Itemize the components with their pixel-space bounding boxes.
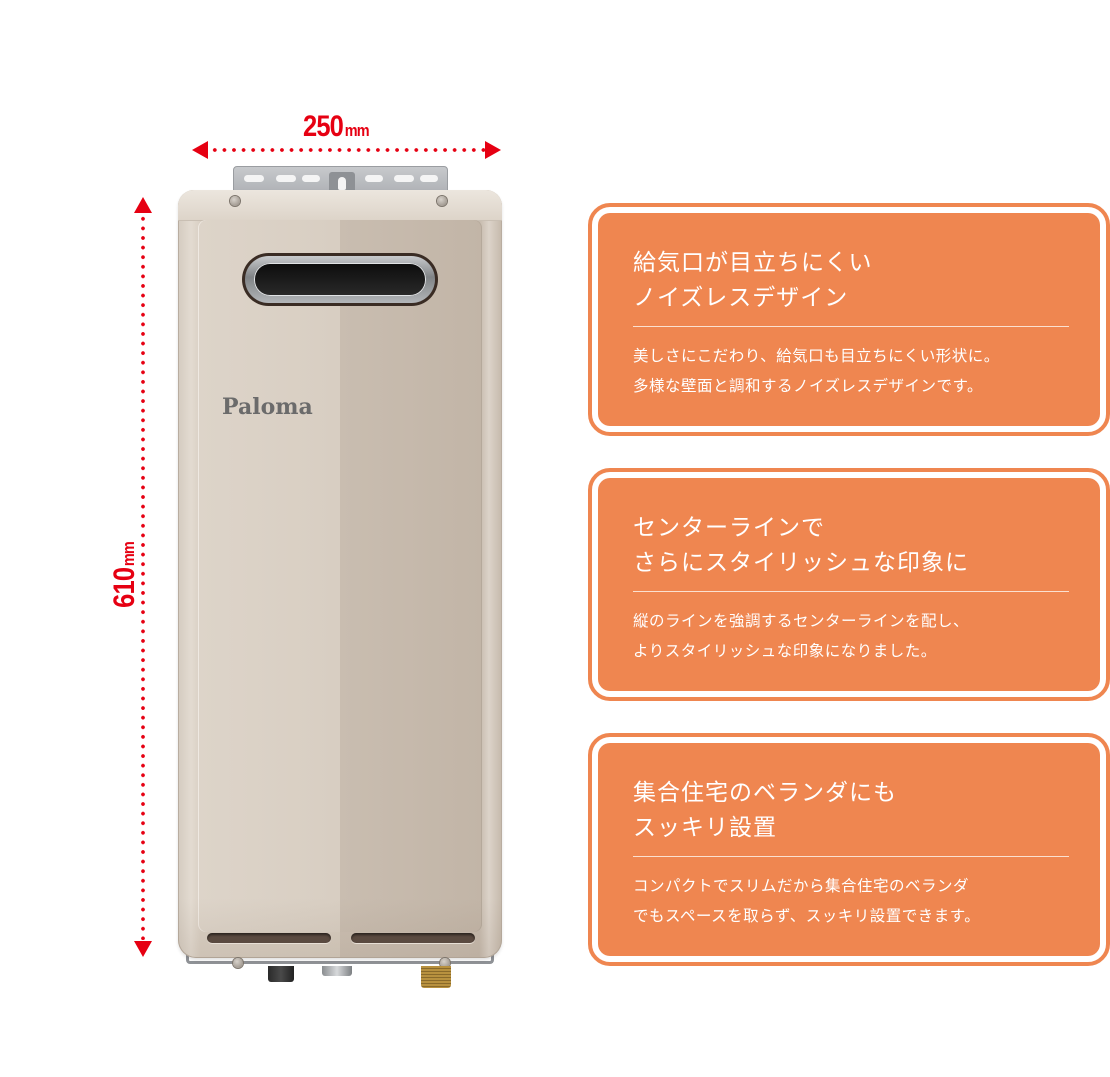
- feature-title: 集合住宅のベランダにも スッキリ設置: [633, 780, 897, 841]
- height-unit: mm: [119, 542, 138, 567]
- feature-card-center-line: センターラインで さらにスタイリッシュな印象に 縦のラインを強調するセンターライ…: [588, 468, 1110, 701]
- feature-description: 縦のラインを強調するセンターラインを配し、 よりスタイリッシュな印象になりました…: [633, 612, 970, 660]
- width-unit: mm: [344, 121, 370, 140]
- feature-card-noiseless-design: 給気口が目立ちにくい ノイズレスデザイン 美しさにこだわり、給気口も目立ちにくい…: [588, 203, 1110, 436]
- height-dimension-label: 610mm: [108, 542, 142, 608]
- screw-icon: [440, 958, 450, 968]
- width-value: 250: [303, 110, 344, 143]
- arrow-right-icon: [485, 141, 501, 159]
- height-dotted-line: [141, 214, 145, 940]
- heater-front-panel: [198, 220, 482, 932]
- feature-card-compact-install: 集合住宅のベランダにも スッキリ設置 コンパクトでスリムだから集合住宅のベランダ…: [588, 733, 1110, 966]
- divider: [633, 856, 1069, 857]
- pipe-fitting-black: [268, 966, 294, 982]
- bottom-vent-slot: [207, 933, 331, 943]
- feature-title: センターラインで さらにスタイリッシュな印象に: [633, 515, 969, 576]
- arrow-up-icon: [134, 197, 152, 213]
- pipe-fitting-brass: [421, 966, 451, 988]
- hanging-hook: [329, 172, 355, 194]
- brand-logo: Paloma: [222, 394, 313, 420]
- screw-icon: [437, 196, 447, 206]
- arrow-left-icon: [192, 141, 208, 159]
- pipe-fitting-silver: [322, 966, 352, 976]
- arrow-down-icon: [134, 941, 152, 957]
- screw-icon: [233, 958, 243, 968]
- divider: [633, 591, 1069, 592]
- feature-title: 給気口が目立ちにくい ノイズレスデザイン: [633, 250, 873, 311]
- height-value: 610: [108, 567, 141, 608]
- screw-icon: [230, 196, 240, 206]
- divider: [633, 326, 1069, 327]
- air-intake-vent: [242, 253, 438, 306]
- heater-body: [178, 190, 502, 958]
- feature-description: 美しさにこだわり、給気口も目立ちにくい形状に。 多様な壁面と調和するノイズレスデ…: [633, 347, 1000, 395]
- bottom-vent-slot: [351, 933, 475, 943]
- width-dotted-line: [210, 148, 485, 152]
- feature-description: コンパクトでスリムだから集合住宅のベランダ でもスペースを取らず、スッキリ設置で…: [633, 877, 981, 925]
